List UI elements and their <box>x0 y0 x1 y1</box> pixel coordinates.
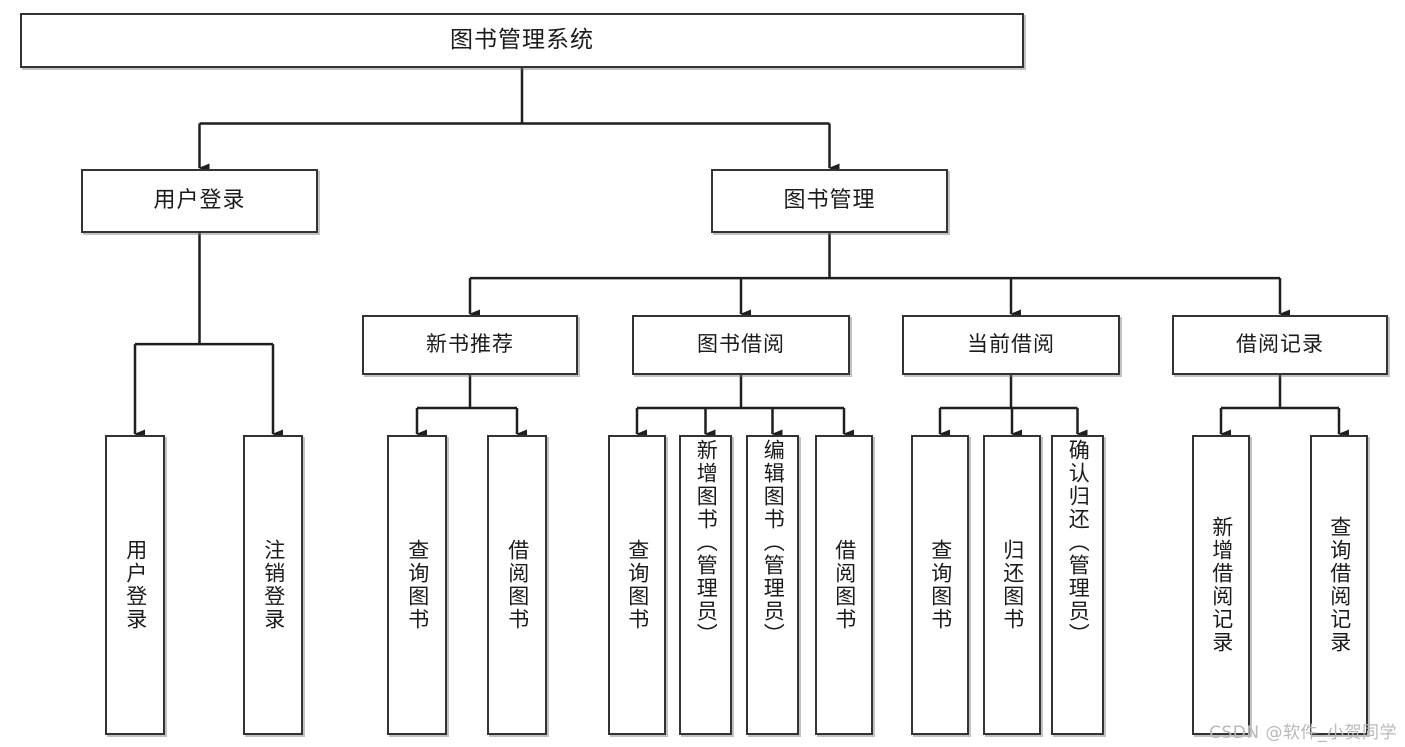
node-leaf-query-book-1[interactable]: 查询图书 <box>387 435 447 735</box>
node-root-label: 图书管理系统 <box>450 26 594 53</box>
node-borrow-record[interactable]: 借阅记录 <box>1172 315 1388 375</box>
node-leaf-return-book-label: 归还图书 <box>1000 539 1025 631</box>
node-leaf-logout-login-label: 注销登录 <box>261 539 286 631</box>
node-book-borrow-label: 图书借阅 <box>697 332 785 357</box>
node-leaf-user-login-label: 用户登录 <box>123 539 148 631</box>
node-root[interactable]: 图书管理系统 <box>20 13 1024 68</box>
node-leaf-borrow-book-2[interactable]: 借阅图书 <box>815 435 873 735</box>
node-leaf-borrow-book-1-label: 借阅图书 <box>505 539 530 631</box>
node-borrow-record-label: 借阅记录 <box>1236 332 1324 357</box>
node-new-book-recommend[interactable]: 新书推荐 <box>362 315 578 375</box>
node-leaf-add-borrow-record[interactable]: 新增借阅记录 <box>1192 435 1250 735</box>
node-book-manage[interactable]: 图书管理 <box>711 169 948 233</box>
node-leaf-query-borrow-record-label: 查询借阅记录 <box>1327 516 1352 654</box>
node-leaf-add-borrow-record-label: 新增借阅记录 <box>1209 516 1234 654</box>
node-leaf-query-borrow-record[interactable]: 查询借阅记录 <box>1310 435 1368 735</box>
node-leaf-confirm-return-admin[interactable]: 确认归还（管理员） <box>1051 435 1104 735</box>
node-book-borrow[interactable]: 图书借阅 <box>632 315 850 375</box>
node-new-book-recommend-label: 新书推荐 <box>426 332 514 357</box>
node-leaf-user-login[interactable]: 用户登录 <box>105 435 165 735</box>
node-leaf-query-book-2[interactable]: 查询图书 <box>608 435 666 735</box>
node-leaf-borrow-book-1[interactable]: 借阅图书 <box>487 435 547 735</box>
node-leaf-add-book-admin[interactable]: 新增图书（管理员） <box>679 435 732 735</box>
node-current-borrow-label: 当前借阅 <box>967 332 1055 357</box>
watermark-text: CSDN @软件_小贺同学 <box>1209 723 1397 743</box>
node-leaf-query-book-1-label: 查询图书 <box>405 539 430 631</box>
node-leaf-logout-login[interactable]: 注销登录 <box>243 435 303 735</box>
node-leaf-return-book[interactable]: 归还图书 <box>983 435 1041 735</box>
node-user-login-label: 用户登录 <box>153 187 246 213</box>
node-leaf-edit-book-admin-label: 编辑图书（管理员） <box>761 439 786 646</box>
node-current-borrow[interactable]: 当前借阅 <box>902 315 1120 375</box>
node-leaf-add-book-admin-label: 新增图书（管理员） <box>694 439 719 646</box>
node-book-manage-label: 图书管理 <box>783 187 876 213</box>
node-user-login[interactable]: 用户登录 <box>81 169 318 233</box>
node-leaf-query-book-2-label: 查询图书 <box>625 539 650 631</box>
node-leaf-edit-book-admin[interactable]: 编辑图书（管理员） <box>746 435 799 735</box>
node-leaf-query-book-3-label: 查询图书 <box>928 539 953 631</box>
node-leaf-query-book-3[interactable]: 查询图书 <box>911 435 969 735</box>
node-leaf-borrow-book-2-label: 借阅图书 <box>832 539 857 631</box>
node-leaf-confirm-return-admin-label: 确认归还（管理员） <box>1066 439 1091 646</box>
